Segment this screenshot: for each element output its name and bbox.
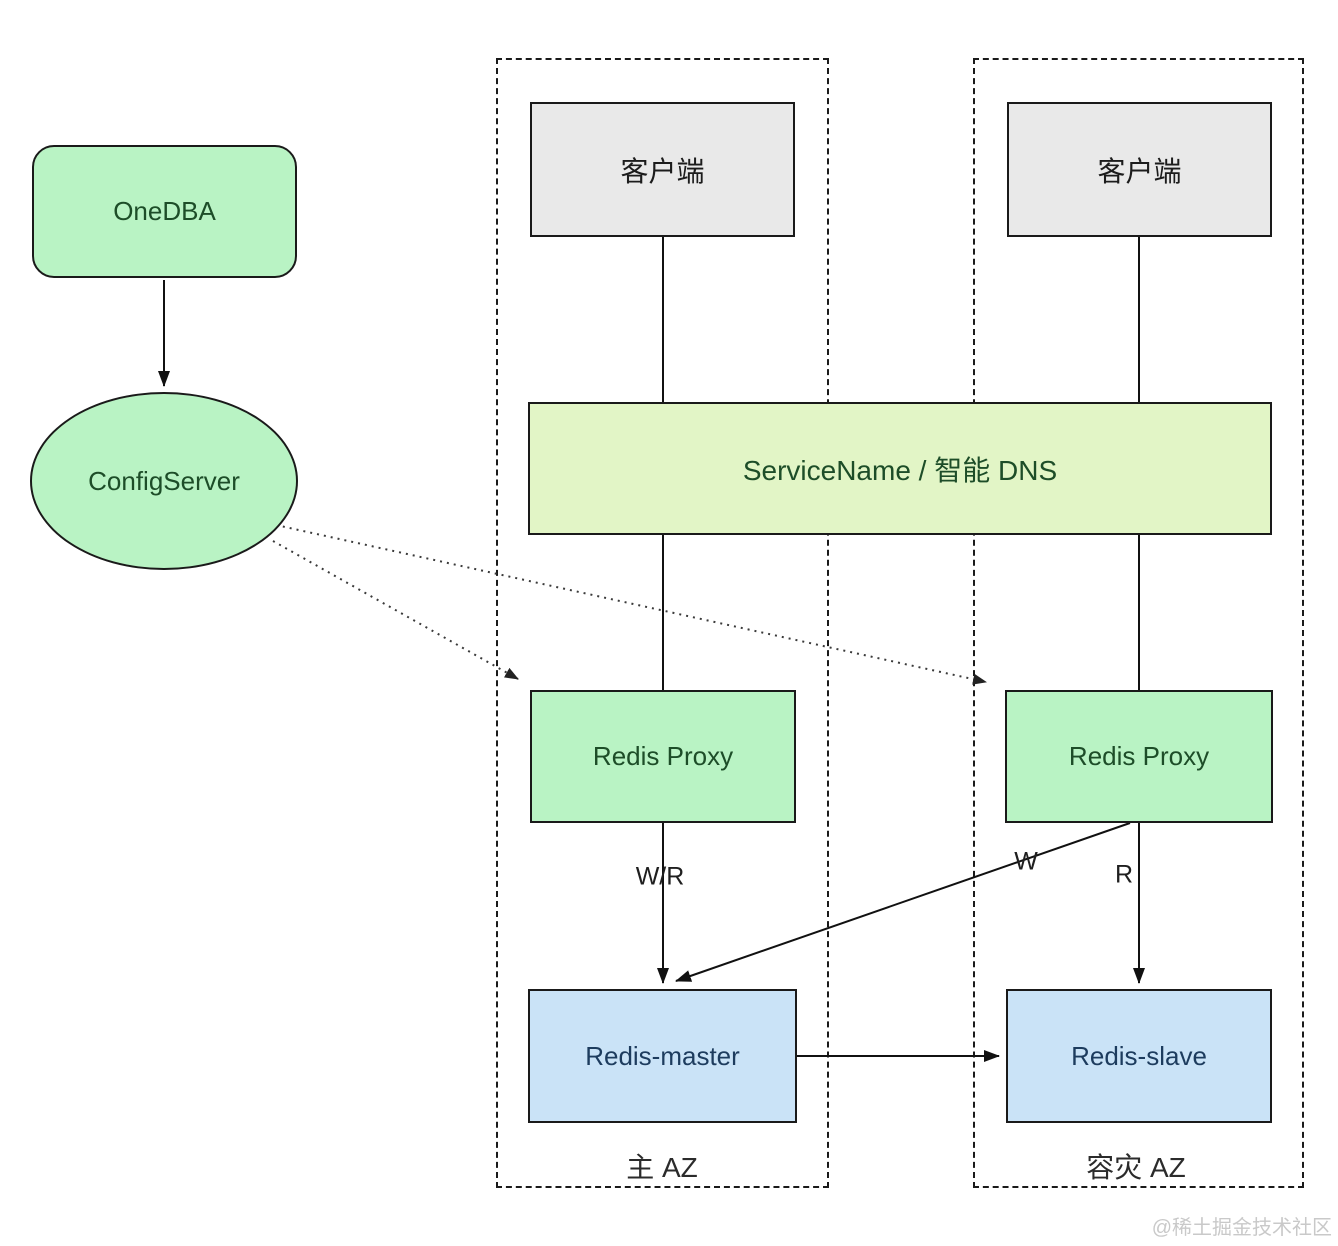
node-redis-slave-label: Redis-slave: [1071, 1040, 1207, 1071]
node-client-main-label: 客户端: [620, 155, 705, 187]
node-configserver: ConfigServer: [30, 392, 298, 570]
zone-container-main-az: [496, 58, 829, 1188]
node-redis-master: Redis-master: [528, 989, 797, 1123]
node-servicename-dns: ServiceName / 智能 DNS: [528, 402, 1272, 535]
node-onedba: OneDBA: [32, 145, 297, 278]
edge-label-write-read: W/R: [635, 862, 685, 891]
node-redis-slave: Redis-slave: [1006, 989, 1272, 1123]
node-configserver-label: ConfigServer: [88, 465, 240, 496]
zone-label-dr-az: 容灾 AZ: [1086, 1152, 1186, 1183]
node-client-dr-label: 客户端: [1097, 155, 1182, 187]
node-redis-master-label: Redis-master: [585, 1040, 740, 1071]
node-client-dr-az: 客户端: [1007, 102, 1272, 237]
node-redis-proxy-dr: Redis Proxy: [1005, 690, 1273, 823]
edge-proxy-dr-master: [675, 822, 1131, 982]
edge-label-write: W: [1014, 847, 1038, 876]
node-redis-proxy-main-label: Redis Proxy: [592, 741, 734, 771]
node-servicename-dns-label: ServiceName / 智能 DNS: [742, 454, 1058, 486]
node-onedba-label: OneDBA: [113, 196, 216, 226]
edge-label-read: R: [1114, 860, 1134, 889]
node-redis-proxy-dr-label: Redis Proxy: [1068, 741, 1210, 771]
edge-configserver-proxy-main: [272, 540, 519, 680]
node-client-main-az: 客户端: [530, 102, 795, 237]
zone-container-dr-az: [973, 58, 1304, 1188]
watermark-text: @稀土掘金技术社区: [1151, 1217, 1332, 1239]
zone-label-main-az: 主 AZ: [626, 1152, 698, 1183]
node-redis-proxy-main: Redis Proxy: [530, 690, 796, 823]
